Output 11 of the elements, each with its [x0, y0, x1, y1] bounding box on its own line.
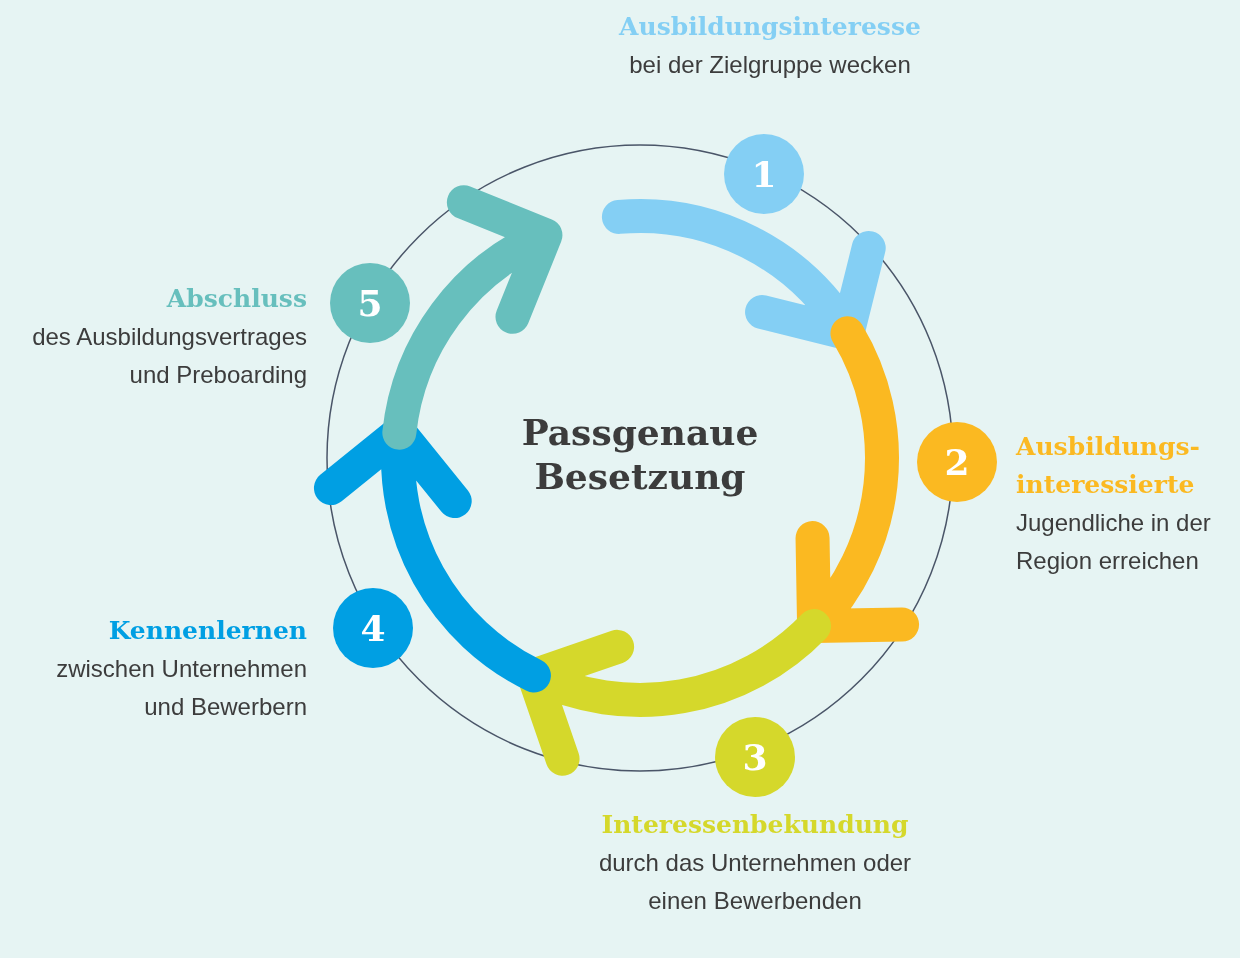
- step-description: bei der Zielgruppe wecken: [629, 50, 911, 80]
- step-description: des Ausbildungsvertrages und Preboarding: [31, 322, 307, 390]
- step-heading: Interessenbekundung: [601, 809, 909, 841]
- center-title: Passgenaue Besetzung: [520, 410, 760, 498]
- step-description: durch das Unternehmen oder einen Bewerbenden: [597, 848, 913, 916]
- step-heading: Ausbildungs-interessierte: [1016, 431, 1201, 501]
- step-description: zwischen Unternehmen und Bewerbern: [55, 654, 307, 722]
- step-heading: Ausbildungsinteresse: [619, 11, 921, 43]
- step-heading: Kennenlernen: [108, 615, 307, 647]
- step-heading: Abschluss: [166, 283, 307, 315]
- step-description: Jugendliche in der Region erreichen: [1016, 508, 1212, 576]
